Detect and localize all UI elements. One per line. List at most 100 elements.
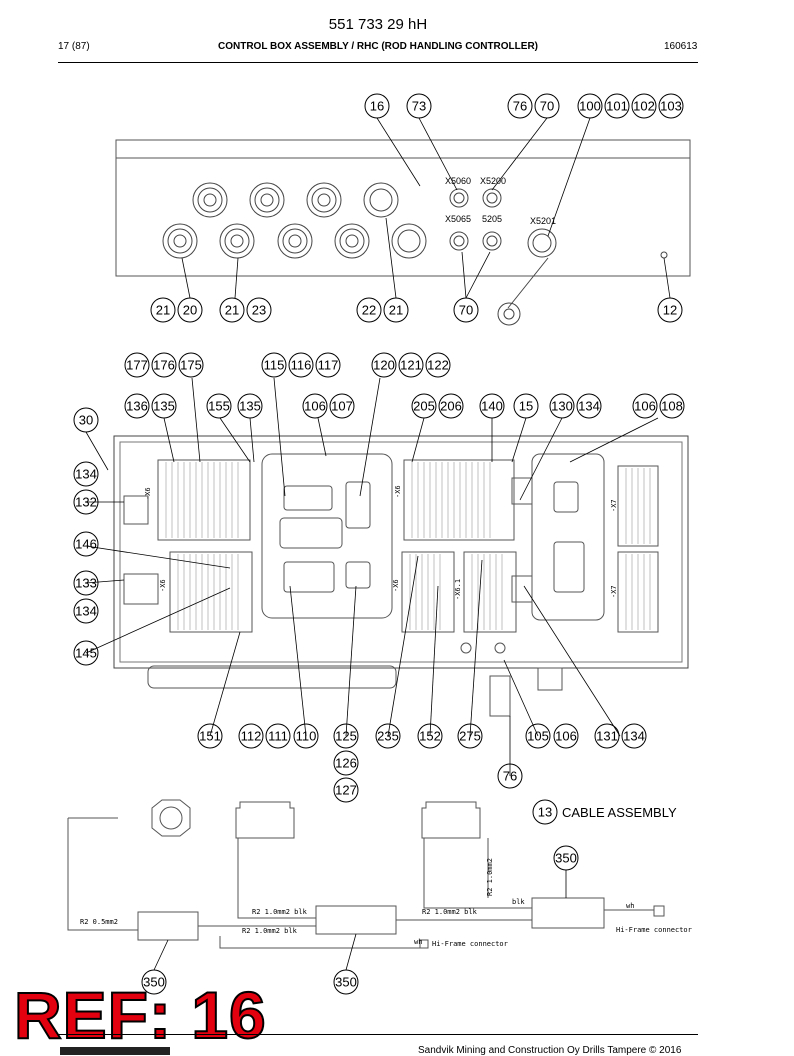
callout-number: 112 [241, 729, 262, 744]
callout-number: 134 [75, 604, 97, 619]
leader-line [181, 257, 191, 299]
callout-number: 21 [156, 303, 170, 318]
header-rule [58, 62, 698, 63]
callout-number: 13 [538, 805, 552, 820]
leader-line [523, 585, 621, 737]
callout-bubble [302, 393, 328, 419]
callout-bubble [333, 777, 359, 803]
leader-line [503, 659, 539, 737]
leader-line [234, 257, 239, 299]
callout-bubble [438, 393, 464, 419]
terminal-label: -X6 [394, 485, 402, 498]
wire-label: R2 1.0mm2 blk [252, 908, 308, 916]
callout-number: 120 [373, 358, 395, 373]
callout-bubble [73, 461, 99, 487]
callout-number: 23 [252, 303, 266, 318]
callout-number: 117 [318, 358, 339, 373]
callout-number: 350 [143, 975, 165, 990]
callout-bubble [73, 531, 99, 557]
callout-bubble [371, 352, 397, 378]
cable-assembly-drawing [67, 799, 665, 949]
leader-line [153, 939, 169, 971]
leader-line [469, 559, 483, 737]
leader-line [317, 417, 327, 457]
callout-number: 103 [660, 99, 682, 114]
callout-number: 350 [335, 975, 357, 990]
callout-bubble [621, 723, 647, 749]
callout-bubble [333, 750, 359, 776]
callout-number: 20 [183, 303, 197, 318]
callout-number: 22 [362, 303, 376, 318]
callout-number: 131 [596, 729, 618, 744]
leader-line [289, 585, 307, 737]
callout-number: 101 [606, 99, 628, 114]
callout-bubble [329, 393, 355, 419]
wire-label: wh [414, 938, 422, 946]
callout-number: 102 [633, 99, 655, 114]
callout-number: 140 [481, 399, 503, 414]
footer-rule [58, 1034, 698, 1035]
callout-number: 30 [79, 413, 93, 428]
callout-number: 100 [579, 99, 601, 114]
callout-number: 176 [153, 358, 175, 373]
callout-bubble [398, 352, 424, 378]
callout-number: 108 [661, 399, 683, 414]
footer-copyright: Sandvik Mining and Construction Oy Drill… [418, 1045, 682, 1056]
callout-number: 76 [513, 99, 527, 114]
leader-line [569, 417, 659, 463]
leader-line [85, 579, 125, 584]
leader-line [359, 377, 381, 497]
revision-date: 160613 [664, 41, 698, 52]
callout-number: 127 [335, 783, 357, 798]
callout-number: 16 [370, 99, 384, 114]
leader-line [191, 377, 201, 463]
callout-bubble [356, 297, 382, 323]
document-number: 551 733 29 hH [328, 16, 428, 33]
callout-number: 177 [126, 358, 148, 373]
callout-number: 12 [663, 303, 677, 318]
callout-number: 146 [75, 537, 97, 552]
leader-line [376, 117, 421, 187]
callout-bubble [553, 723, 579, 749]
callout-number: 206 [440, 399, 462, 414]
callout-number: 107 [331, 399, 353, 414]
callout-number: 106 [555, 729, 577, 744]
leader-line [85, 587, 231, 654]
callout-number: 111 [268, 729, 288, 744]
leader-line [547, 117, 591, 237]
leader-line [465, 251, 491, 299]
leader-line [385, 217, 397, 299]
callout-number: 136 [126, 399, 148, 414]
callout-bubble [532, 799, 558, 825]
connector-label: Hi-Frame connector [616, 926, 692, 934]
page-title: CONTROL BOX ASSEMBLY / RHC (ROD HANDLING… [217, 41, 538, 52]
leader-line [663, 257, 671, 299]
callout-number: 70 [540, 99, 554, 114]
callout-bubble [658, 93, 684, 119]
connector-label-5205: 5205 [482, 214, 502, 224]
callout-bubble [631, 93, 657, 119]
callout-number: 155 [208, 399, 230, 414]
wire-label: R2 1.0mm2 blk [422, 908, 478, 916]
leader-layer [85, 117, 671, 971]
terminal-label: -X7 [610, 585, 618, 598]
callout-bubble [124, 352, 150, 378]
callout-number: 106 [634, 399, 656, 414]
leader-line [411, 417, 425, 463]
company-logo [60, 1047, 170, 1055]
callout-number: 115 [264, 358, 285, 373]
leader-line [387, 555, 419, 737]
callout-number: 121 [400, 358, 422, 373]
callout-bubble [315, 352, 341, 378]
callout-number: 135 [153, 399, 175, 414]
leader-line [85, 545, 231, 569]
callout-bubble [246, 297, 272, 323]
control-box-top-view [115, 139, 691, 326]
callout-bubble [261, 352, 287, 378]
terminal-label: -X6.1 [454, 579, 462, 600]
callout-number: 134 [623, 729, 645, 744]
terminal-label: -X6 [144, 487, 152, 500]
callout-bubble [632, 393, 658, 419]
callout-bubble [265, 723, 291, 749]
